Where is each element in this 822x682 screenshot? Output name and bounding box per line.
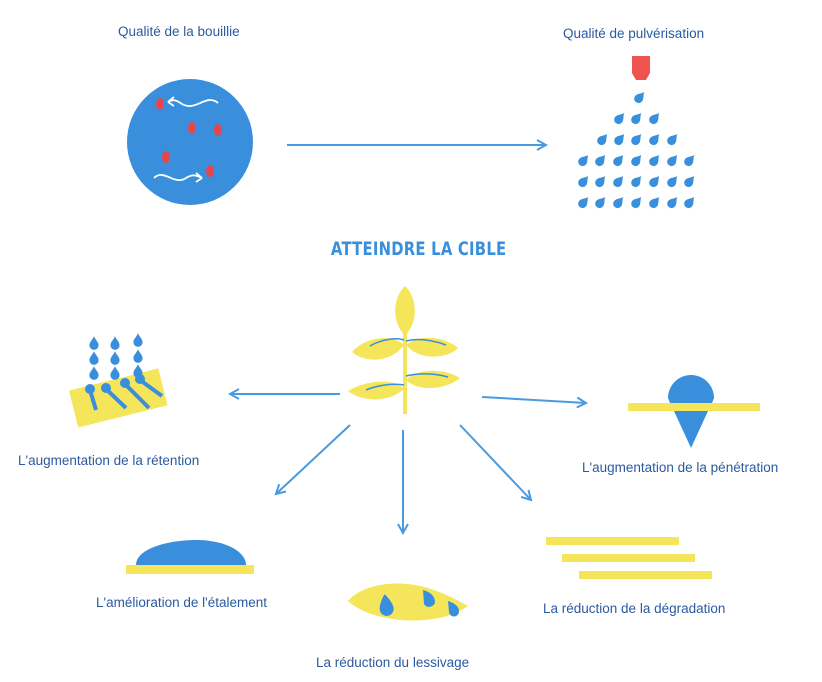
droplet [684,196,695,209]
droplet [649,196,660,209]
degradation-label: La réduction de la dégradation [543,601,726,616]
droplet [613,175,624,188]
droplet [613,154,624,167]
droplet [649,133,660,146]
plant-leaves-icon [348,286,460,414]
stacked-leaf-layers-icon [546,537,712,579]
droplet [631,175,642,188]
droplet [89,366,99,380]
droplet [597,133,608,146]
droplet [667,196,678,209]
droplet [631,133,642,146]
droplet [578,196,589,209]
droplet [684,154,695,167]
washoff-label: La réduction du lessivage [316,655,470,670]
droplets-on-leaf-icon [69,333,168,428]
retention-label: L'augmentation de la rétention [18,453,200,468]
droplet [110,351,120,365]
spray-mixture-circle-icon [127,79,253,205]
droplet-penetrating-leaf-icon [628,375,760,448]
droplet [89,351,99,365]
droplet [578,175,589,188]
droplet [614,112,625,125]
droplet [133,349,143,363]
droplet [110,336,120,350]
droplet [684,175,695,188]
penetration-label: L'augmentation de la pénétration [582,460,779,475]
droplet [631,112,642,125]
droplet [649,154,660,167]
droplet [667,154,678,167]
spreading-label: L'amélioration de l'étalement [96,595,268,610]
diagram-heading: ATTEINDRE LA CIBLE [330,238,507,260]
arrow-to-degradation [459,424,531,500]
droplet [613,196,624,209]
droplet [89,336,99,350]
droplet [649,112,660,125]
droplet [614,133,625,146]
droplet [634,91,645,104]
droplet [595,175,606,188]
nozzle-droplets-icon [578,56,695,209]
droplet [110,366,120,380]
droplet [667,133,678,146]
droplet [595,154,606,167]
droplet [631,196,642,209]
droplet [649,175,660,188]
arrow-to-spreading [276,424,351,494]
droplet [631,154,642,167]
droplet [578,154,589,167]
spray-quality-label: Qualité de pulvérisation [563,26,705,41]
washoff-droplets-on-leaf-icon [348,583,468,621]
droplet [595,196,606,209]
spread-droplet-icon [126,540,254,574]
droplet [133,333,143,347]
arrow-to-penetration [481,396,586,403]
droplet [667,175,678,188]
mixture-quality-label: Qualité de la bouillie [118,24,240,39]
